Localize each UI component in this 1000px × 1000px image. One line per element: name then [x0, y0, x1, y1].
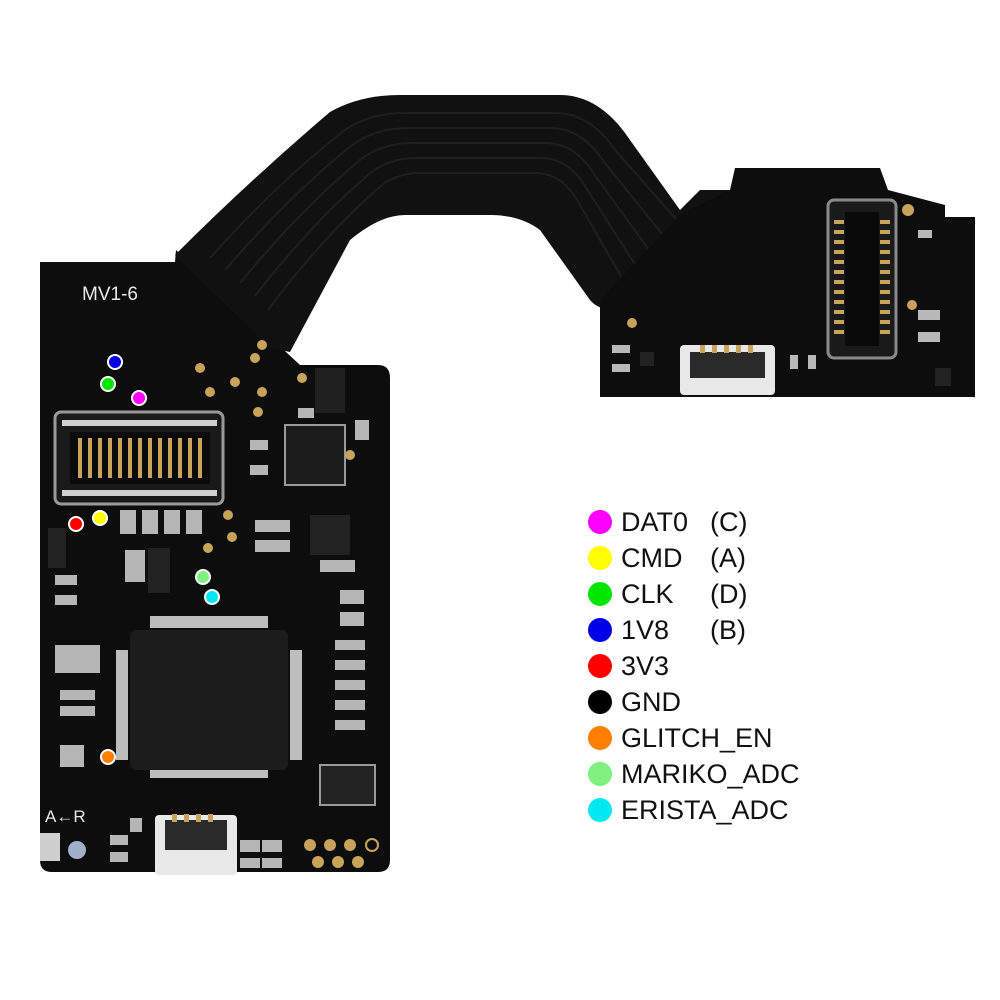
- legend-pin-tag: (C): [710, 507, 748, 537]
- legend-pin-name: 3V3: [621, 651, 670, 681]
- legend-item: 1V8 (B): [588, 613, 888, 649]
- legend-pin-tag: (B): [710, 615, 746, 645]
- legend-item: GND: [588, 685, 888, 721]
- test-point-markers: [68, 354, 220, 765]
- legend-pin-name: CMD: [621, 543, 683, 573]
- right-board-components: [612, 204, 951, 386]
- marker-1v8: [107, 354, 123, 370]
- gold-pads: [195, 340, 379, 868]
- bottom-ffc-connector: [155, 814, 237, 875]
- legend-color-dot: [588, 762, 612, 786]
- legend-color-dot: [588, 690, 612, 714]
- legend-item: MARIKO_ADC: [588, 757, 888, 793]
- marker-glitch-en: [100, 749, 116, 765]
- main-mcu-chip: [116, 616, 302, 778]
- marker-cmd: [92, 510, 108, 526]
- legend-pin-name: ERISTA_ADC: [621, 795, 789, 825]
- main-board-connector: [53, 410, 225, 506]
- legend-color-dot: [588, 726, 612, 750]
- legend-item: GLITCH_EN: [588, 721, 888, 757]
- led: [68, 841, 86, 859]
- legend-color-dot: [588, 654, 612, 678]
- legend-pin-name: CLK: [621, 579, 674, 609]
- flex-ribbon: [175, 95, 740, 352]
- legend-item: ERISTA_ADC: [588, 793, 888, 829]
- legend-pin-name: 1V8: [621, 615, 670, 645]
- legend-color-dot: [588, 582, 612, 606]
- led-label: A←R: [45, 807, 86, 826]
- legend-color-dot: [588, 618, 612, 642]
- marker-dat0: [131, 390, 147, 406]
- marker-erista-adc: [204, 589, 220, 605]
- main-board-passives: [40, 408, 376, 868]
- marker-clk: [100, 376, 116, 392]
- legend-pin-name: DAT0: [621, 507, 689, 537]
- model-label: MV1-6: [82, 284, 138, 305]
- legend-pin-name: GND: [621, 687, 681, 717]
- right-board-connector: [826, 198, 898, 360]
- legend-pin-tag: (A): [710, 543, 746, 573]
- legend-color-dot: [588, 546, 612, 570]
- flex-traces: [209, 112, 691, 311]
- marker-3v3: [68, 516, 84, 532]
- marker-mariko-adc: [195, 569, 211, 585]
- legend-item: CMD (A): [588, 541, 888, 577]
- legend-pin-name: MARIKO_ADC: [621, 759, 800, 789]
- small-ic: [284, 424, 346, 486]
- regulator: [315, 368, 345, 413]
- legend-item: DAT0 (C): [588, 505, 888, 541]
- legend-color-dot: [588, 510, 612, 534]
- legend-item: 3V3: [588, 649, 888, 685]
- right-ffc-connector: [680, 345, 775, 395]
- legend-item: CLK (D): [588, 577, 888, 613]
- legend-pin-tag: (D): [710, 579, 748, 609]
- legend-pin-name: GLITCH_EN: [621, 723, 773, 753]
- legend-color-dot: [588, 798, 612, 822]
